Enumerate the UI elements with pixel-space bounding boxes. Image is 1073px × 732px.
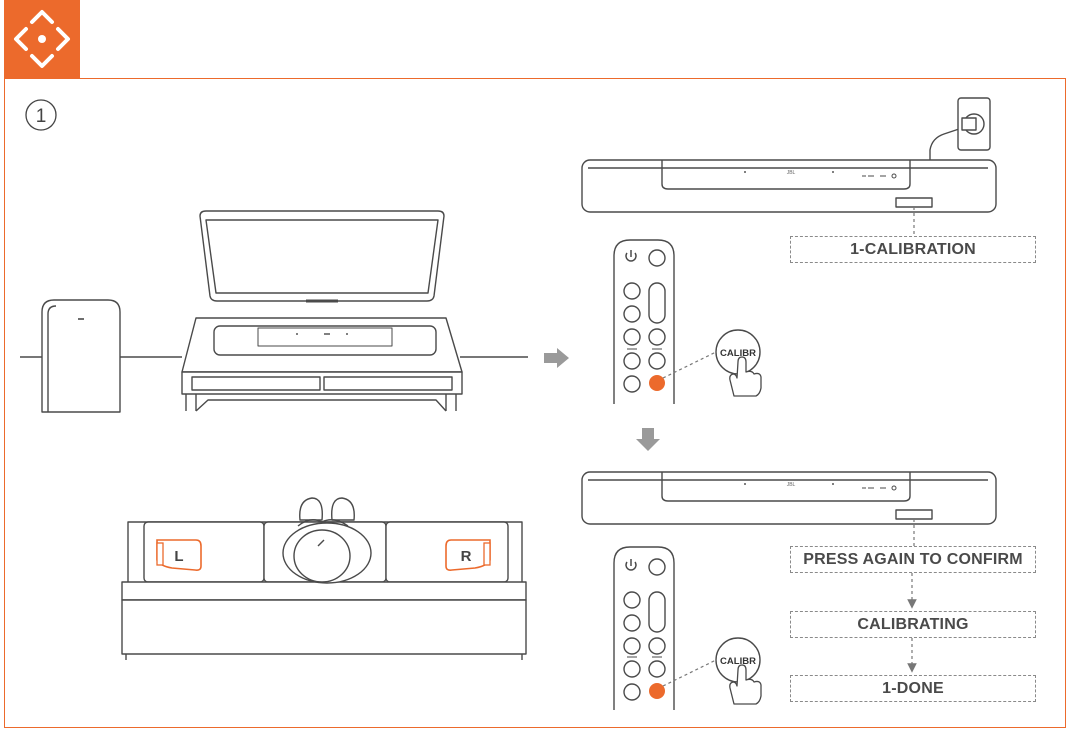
brand-logo-top: JBL — [787, 170, 796, 176]
soundbar-top — [581, 97, 997, 213]
subwoofer — [41, 299, 121, 413]
calibration-move-icon — [4, 0, 80, 78]
svg-text:CALIBR: CALIBR — [720, 348, 756, 359]
right-microphone: R — [445, 539, 491, 571]
svg-text:CALIBR: CALIBR — [720, 656, 756, 667]
power-icon — [625, 250, 637, 262]
soundbar-bottom — [581, 471, 997, 525]
hand-press-icon — [729, 356, 762, 397]
soundbar-on-cabinet — [213, 325, 437, 356]
left-microphone: L — [156, 539, 202, 571]
display-press-again-label: PRESS AGAIN TO CONFIRM — [790, 546, 1036, 573]
display-calibrating-label: CALIBRATING — [790, 611, 1036, 638]
brand-logo-bottom: JBL — [787, 482, 796, 488]
left-label: L — [174, 548, 183, 565]
remote-control-2 — [613, 546, 675, 710]
calibration-callout-2: CALIBR — [662, 637, 762, 705]
remote-control-1 — [613, 239, 675, 404]
tv-setup — [20, 210, 528, 413]
calibration-button-1 — [649, 375, 665, 391]
instruction-frame — [4, 78, 1066, 728]
arrow-right-icon — [544, 348, 569, 368]
power-icon — [625, 559, 637, 571]
calibration-callout-1: CALIBR — [662, 329, 762, 397]
display-done-label: 1-DONE — [790, 675, 1036, 702]
television — [199, 210, 445, 303]
svg-text:1: 1 — [36, 106, 47, 127]
calibration-button-2 — [649, 683, 665, 699]
step-number: 1 — [25, 99, 57, 131]
display-connectors — [907, 207, 917, 673]
display-calibration-label: 1-CALIBRATION — [790, 236, 1036, 263]
hand-press-icon — [729, 664, 762, 705]
arrow-down-icon — [636, 428, 660, 451]
listener — [282, 497, 372, 584]
right-label: R — [461, 548, 472, 565]
